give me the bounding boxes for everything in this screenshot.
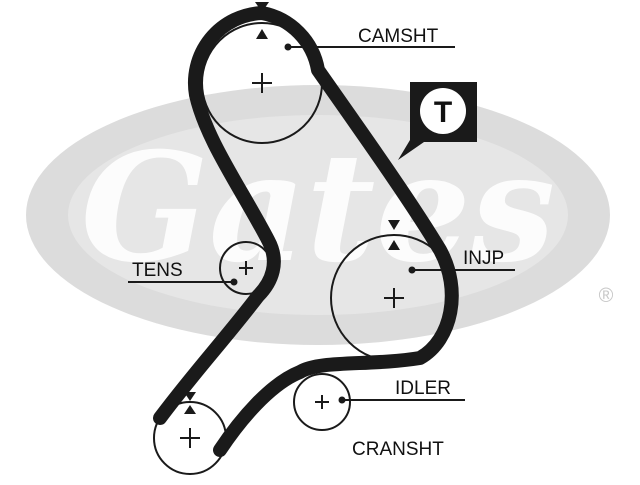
label-camshaft: CAMSHT — [358, 26, 439, 47]
watermark-logo-text: Gates — [81, 120, 555, 296]
badge-letter: T — [434, 96, 452, 129]
injp-timing-mark-inner — [388, 240, 400, 250]
crank-timing-mark-inner — [184, 405, 196, 414]
injp-timing-mark-outer — [388, 220, 400, 230]
idler-pulley — [293, 373, 351, 431]
timing-belt — [153, 6, 459, 457]
label-crankshaft: CRANSHT — [352, 439, 444, 460]
registered-mark: ® — [599, 285, 614, 307]
gates-watermark: Gates ® — [26, 85, 614, 345]
tension-badge: T — [398, 82, 477, 160]
camshaft-timing-mark-inner — [256, 29, 268, 39]
label-tensioner: TENS — [132, 260, 183, 281]
badge-circle — [420, 88, 466, 134]
label-idler: IDLER — [395, 378, 451, 399]
leader-lines — [128, 43, 515, 404]
label-injection-pump: INJP — [463, 248, 504, 269]
